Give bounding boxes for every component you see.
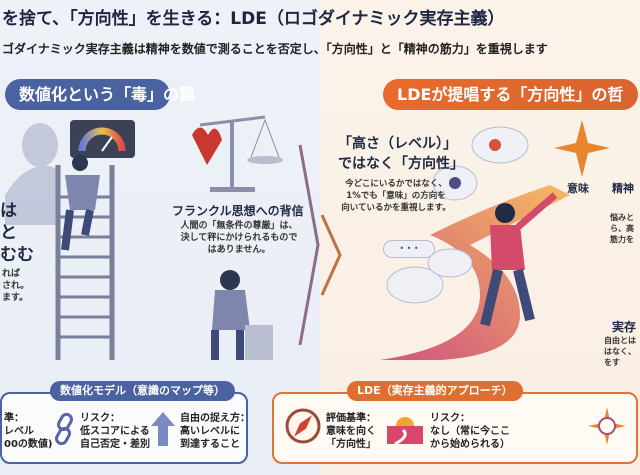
ellipsis-bubble: • • •: [383, 240, 435, 258]
gauge-icon: [70, 120, 135, 158]
frankl-heading: フランクル思想への背信: [172, 204, 304, 218]
model-item-risk: リスク：低スコアによる自己否定・差別: [80, 413, 150, 450]
section-label-lde-direction: LDEが提唱する「方向性」の哲: [383, 79, 638, 110]
scale-heart-icon: [192, 115, 283, 192]
approach-item-risk: リスク：なし（常に今ここから始められる）: [430, 413, 510, 450]
pointing-person-icon: [480, 192, 558, 327]
section-label-numeric-trap: 数値化という「毒」の罠: [5, 79, 195, 110]
partial-exist-heading: 実存: [612, 320, 637, 334]
bug-icon: [449, 177, 461, 189]
partial-text: ればされ。ます。: [2, 269, 30, 303]
direction-illustration: [320, 120, 610, 360]
climbing-person-icon: [61, 155, 100, 251]
despairing-person-icon: [211, 270, 273, 360]
approach-item-criteria: 評価基準：意味を向く「方向性」: [326, 413, 376, 450]
direction-heading: 「高さ（レベル）」ではなく「方向性」: [338, 136, 464, 172]
bug-icon: [489, 139, 501, 151]
compass-icon: [285, 408, 321, 444]
page-title: を捨て、「方向性」を生きる：LDE（ロゴダイナミック実存主義）: [2, 9, 505, 29]
radiant-compass-icon: [588, 407, 626, 445]
numeric-model-label: 数値化モデル（意識のマップ等）: [50, 381, 235, 401]
chevron-divider-icon: [298, 144, 320, 346]
partial-muscle-text: 悩みとら、高筋力を: [610, 213, 634, 244]
broken-chain-icon: [55, 412, 73, 446]
partial-exist-text: 自由とははなく、をす: [604, 336, 636, 367]
partial-muscle-heading: 精神: [612, 182, 634, 195]
meaning-star-icon: [554, 120, 610, 177]
lde-approach-label: LDE（実存主義的アプローチ）: [347, 381, 523, 401]
upward-arrow-icon: [151, 412, 175, 446]
page-subtitle: ゴダイナミック実存主義は精神を数値で測ることを否定し、「方向性」と「精神の筋力」…: [2, 42, 548, 56]
model-item-freedom: 自由の捉え方：高いレベルに到達すること: [180, 413, 250, 450]
direction-text: 今どこにいるかではなく、1%でも「意味」の方向を向いているかを重視します。: [341, 179, 451, 213]
numeric-model-box: [0, 392, 248, 464]
chevron-divider-icon: [320, 214, 342, 296]
numeric-trap-illustration: [5, 115, 320, 360]
meaning-label: 意味: [567, 182, 589, 195]
frankl-text: 人間の「無条件の尊厳」は、決して秤にかけられるものではありません。: [180, 221, 298, 255]
partial-heading: はとむむ: [0, 201, 34, 265]
sunrise-path-icon: [387, 417, 423, 446]
shadow-figure-icon: [5, 123, 60, 225]
